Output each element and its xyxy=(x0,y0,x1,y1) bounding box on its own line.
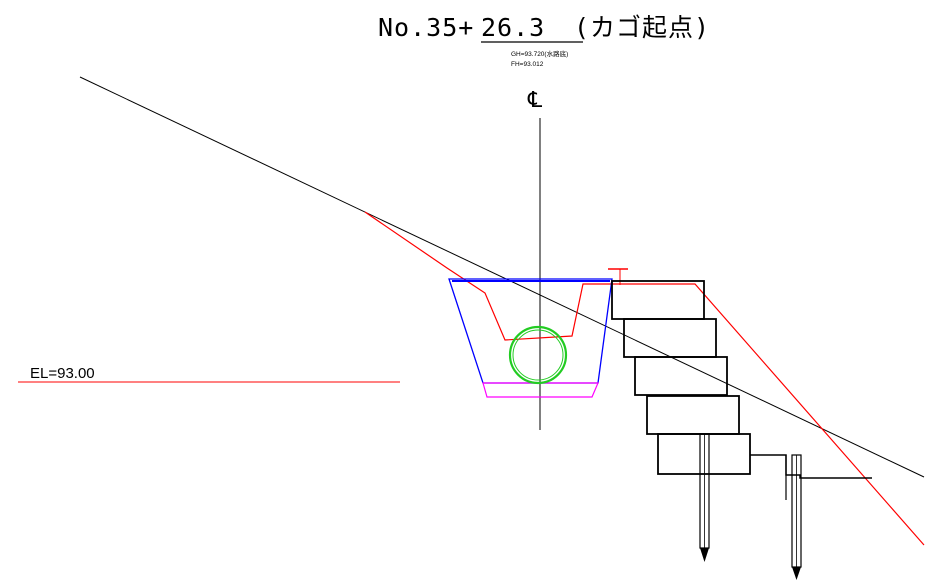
toe-structure xyxy=(750,454,872,479)
gh-label: GH=93.720(水路底) xyxy=(511,49,568,58)
pipe-inner-circle xyxy=(512,329,564,381)
existing-ground-line xyxy=(79,76,925,478)
gabion-box xyxy=(657,433,751,475)
pile-2 xyxy=(791,454,802,580)
fh-label: FH=93.012 xyxy=(511,61,544,68)
gabion-box xyxy=(623,318,717,358)
channel-base xyxy=(482,382,599,398)
gabion-stack xyxy=(611,280,751,475)
pile-1 xyxy=(699,433,710,562)
station-prefix: No.35+ xyxy=(378,13,474,42)
centerline-symbol: ℄ xyxy=(527,88,543,113)
elevation-label: EL=93.00 xyxy=(30,365,95,382)
station-note: (カゴ起点) xyxy=(574,13,710,42)
gabion-box xyxy=(611,280,705,320)
design-line xyxy=(364,211,925,546)
gabion-box xyxy=(646,395,740,435)
station-offset: 26.3 xyxy=(481,13,545,42)
gabion-box xyxy=(634,356,728,396)
pipe-circle xyxy=(508,325,568,385)
